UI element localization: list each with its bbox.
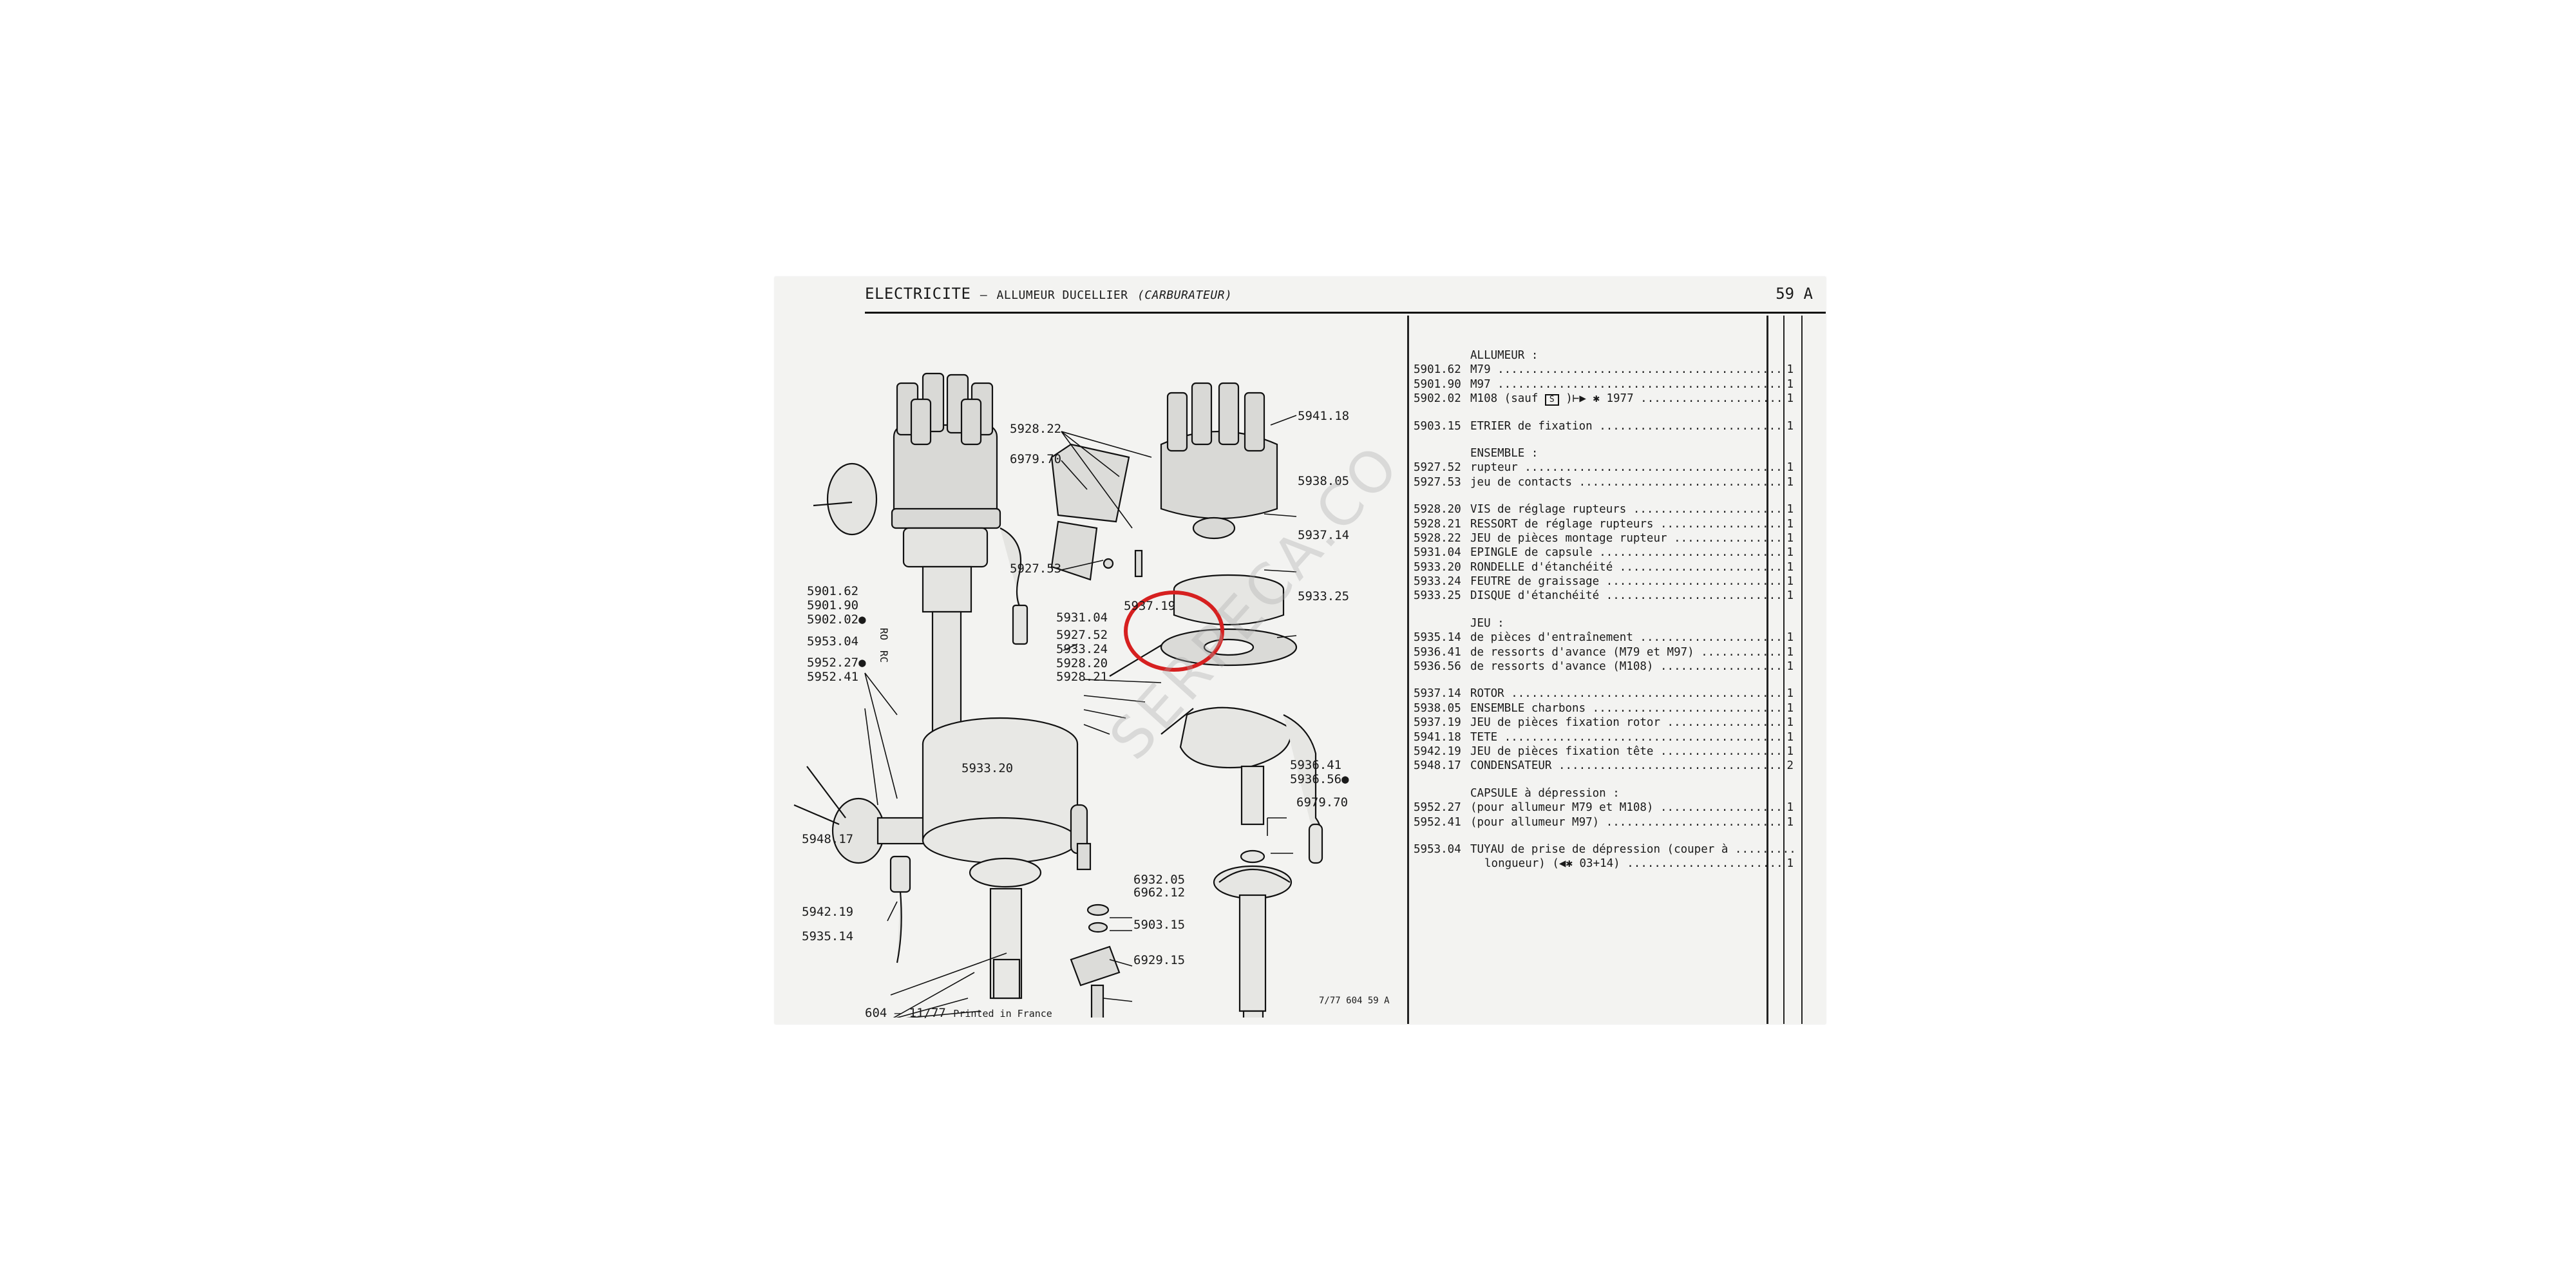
part-desc-m108: M108 (sauf S )⊢▶ ✱ 1977 xyxy=(1470,392,1782,406)
page-header: ELECTRICITE – ALLUMEUR DUCELLIER (CARBUR… xyxy=(865,285,1232,303)
callout-5937-14: 5937.14 xyxy=(1298,528,1350,542)
callout-5948-17: 5948.17 xyxy=(802,832,854,846)
callout-5903-15: 5903.15 xyxy=(1133,918,1186,932)
callout-5935-14: 5935.14 xyxy=(802,929,854,943)
callout-5927-53: 5927.53 xyxy=(1010,562,1062,576)
callout-6932-05: 6932.05 xyxy=(1133,873,1186,887)
exploded-diagram xyxy=(793,372,1323,1018)
header-dash: – xyxy=(980,289,988,302)
callout-5928-22: 5928.22 xyxy=(1010,422,1062,436)
section-title: ELECTRICITE xyxy=(865,285,971,303)
callout-5927-52: 5927.52 xyxy=(1056,628,1108,642)
footer-left: 604 – 11/77 Printed in France xyxy=(865,1006,1052,1020)
rotor-assembly xyxy=(1160,574,1323,864)
callout-5901-62: 5901.62 xyxy=(807,584,859,598)
variant-label: (CARBURATEUR) xyxy=(1137,289,1233,302)
s-badge: S xyxy=(1544,394,1559,406)
shaft-mark-ro: RO xyxy=(878,627,891,641)
callout-6929-15: 6929.15 xyxy=(1133,953,1186,967)
callout-5933-20: 5933.20 xyxy=(961,761,1014,775)
heading-ensemble: ENSEMBLE : xyxy=(1470,446,1539,460)
callout-5941-18: 5941.18 xyxy=(1298,409,1350,423)
callout-5931-04: 5931.04 xyxy=(1056,611,1108,625)
callout-5952-27: 5952.27● xyxy=(807,656,866,670)
column-rule-2 xyxy=(1783,316,1785,1024)
callout-5952-41: 5952.41 xyxy=(807,670,859,684)
part-row-continued: longueur) (◀✱ 03+14)1 xyxy=(1414,857,1794,871)
subsection-title: ALLUMEUR DUCELLIER xyxy=(996,289,1128,302)
right-distributor-cap xyxy=(1160,382,1278,540)
centrifugal-advance xyxy=(1213,765,1293,1018)
callout-5938-05: 5938.05 xyxy=(1298,474,1350,488)
callout-5937-19: 5937.19 xyxy=(1124,599,1176,613)
callout-5933-24: 5933.24 xyxy=(1056,642,1108,656)
callout-5902-02: 5902.02● xyxy=(807,612,866,627)
heading-jeu: JEU : xyxy=(1470,616,1504,630)
breaker-plate xyxy=(1050,443,1194,1018)
page-number: 59 A xyxy=(1776,285,1813,303)
callout-5928-20: 5928.20 xyxy=(1056,656,1108,670)
diagram-separator xyxy=(1407,316,1409,1024)
callout-5936-41: 5936.41 xyxy=(1290,758,1342,772)
callout-5933-25: 5933.25 xyxy=(1298,589,1350,603)
footer-right-code: 7/77 604 59 A xyxy=(1319,996,1390,1006)
callout-5942-19: 5942.19 xyxy=(802,905,854,919)
part-row: 5901.62M791 xyxy=(1414,363,1794,377)
distributor-housing xyxy=(922,717,1079,999)
parts-list: ALLUMEUR : 5901.62M791 5901.90M971 5902.… xyxy=(1414,349,1794,872)
heading-capsule: CAPSULE à dépression : xyxy=(1470,786,1620,800)
callout-6979-70-b: 6979.70 xyxy=(1296,795,1349,810)
part-row: 5952.27(pour allumeur M79 et M108)1 xyxy=(1414,801,1794,815)
part-row: 5937.14ROTOR1 xyxy=(1414,687,1794,701)
part-row: 5927.52rupteur1 xyxy=(1414,461,1794,475)
highlight-circle xyxy=(1124,591,1224,672)
part-row: 5901.90M971 xyxy=(1414,378,1794,392)
callout-5953-04: 5953.04 xyxy=(807,634,859,649)
callout-5901-90: 5901.90 xyxy=(807,598,859,612)
callout-6979-70: 6979.70 xyxy=(1010,452,1062,466)
leader-lines xyxy=(864,415,1297,1018)
callout-6962-12: 6962.12 xyxy=(1133,886,1186,900)
footer-printed: Printed in France xyxy=(953,1008,1052,1019)
callout-5936-56: 5936.56● xyxy=(1290,772,1349,786)
part-row: 5941.18TETE1 xyxy=(1414,731,1794,745)
left-distributor-cap xyxy=(891,372,1001,529)
footer-code: 604 – 11/77 xyxy=(865,1006,946,1020)
header-rule xyxy=(865,312,1826,314)
catalog-page: ELECTRICITE – ALLUMEUR DUCELLIER (CARBUR… xyxy=(775,277,1826,1024)
column-rule-3 xyxy=(1801,316,1803,1024)
callout-5928-21: 5928.21 xyxy=(1056,670,1108,684)
heading-allumeur: ALLUMEUR : xyxy=(1470,349,1539,362)
part-row: 5948.17CONDENSATEUR2 xyxy=(1414,759,1794,773)
shaft-mark-rc: RC xyxy=(878,650,891,663)
part-row: 5952.41(pour allumeur M97)1 xyxy=(1414,816,1794,830)
